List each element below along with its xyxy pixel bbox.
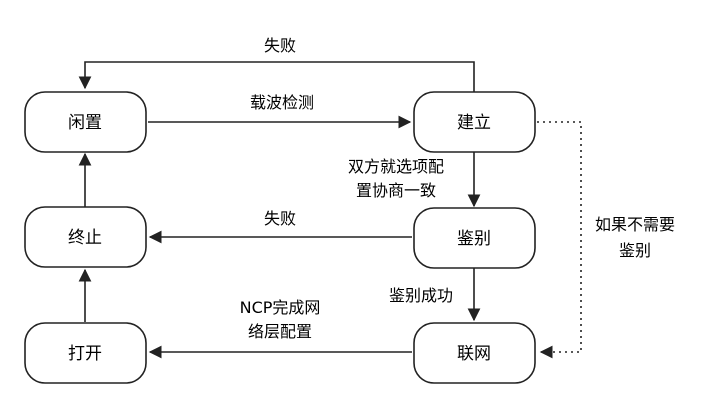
label-auth-fail: 失败	[264, 209, 296, 228]
label-ncp-line1: NCP完成网	[240, 298, 321, 317]
edge-establish-to-idle	[78, 61, 475, 92]
state-terminate: 终止	[24, 206, 147, 268]
state-network-label: 联网	[457, 344, 491, 364]
label-auth-success: 鉴别成功	[389, 286, 453, 305]
label-carrier-detect: 载波检测	[250, 93, 314, 112]
state-network: 联网	[413, 322, 536, 384]
label-skip-auth-line1: 如果不需要	[595, 215, 675, 234]
state-open: 打开	[24, 322, 147, 384]
label-ncp-line2: 络层配置	[248, 322, 312, 341]
edge-establish-to-network-skip	[537, 121, 582, 359]
state-authenticate: 鉴别	[413, 207, 536, 269]
state-terminate-label: 终止	[68, 228, 102, 248]
label-negotiate-line1: 双方就选项配	[348, 157, 444, 176]
state-establish-label: 建立	[457, 113, 491, 133]
label-negotiate-line2: 置协商一致	[356, 181, 436, 200]
state-idle: 闲置	[24, 91, 147, 153]
state-idle-label: 闲置	[68, 113, 102, 133]
state-open-label: 打开	[68, 344, 102, 364]
state-establish: 建立	[413, 91, 536, 153]
state-authenticate-label: 鉴别	[457, 229, 491, 249]
label-establish-fail: 失败	[264, 36, 296, 55]
label-skip-auth-line2: 鉴别	[619, 241, 651, 260]
